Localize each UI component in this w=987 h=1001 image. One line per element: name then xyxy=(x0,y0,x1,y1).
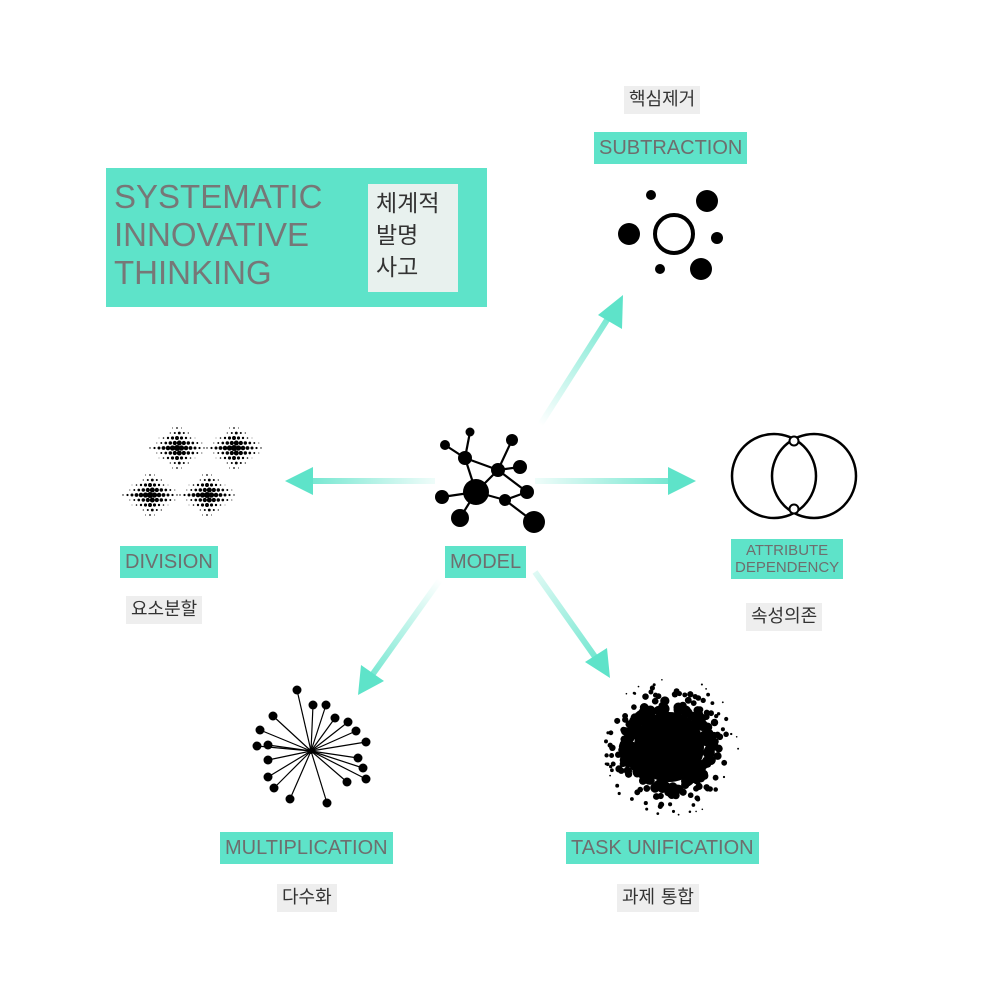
arrow-to-subtraction xyxy=(537,295,623,427)
division-label: DIVISION xyxy=(120,546,218,578)
arrow-to-task-unification xyxy=(532,570,610,678)
attribute-dependency-korean: 속성의존 xyxy=(746,603,823,631)
attribute-dependency-label-line1: ATTRIBUTE xyxy=(745,542,829,559)
model-label: MODEL xyxy=(445,546,527,578)
subtraction-label: SUBTRACTION xyxy=(594,132,748,164)
title-english: SYSTEMATIC INNOVATIVE THINKING xyxy=(114,178,323,291)
arrow-to-division xyxy=(285,467,435,495)
attribute-dependency-label-line2: DEPENDENCY xyxy=(735,559,840,576)
title-korean-box: 체계적 발명 사고 xyxy=(368,184,458,292)
task-unification-label: TASK UNIFICATION xyxy=(566,832,759,864)
division-korean: 요소분할 xyxy=(126,596,203,624)
title-korean: 체계적 발명 사고 xyxy=(376,191,440,281)
multiplication-korean: 다수화 xyxy=(277,884,337,912)
arrow-to-multiplication xyxy=(358,578,443,695)
title-box: SYSTEMATIC INNOVATIVE THINKING 체계적 발명 사고 xyxy=(106,168,487,307)
task-unification-korean: 과제 통합 xyxy=(617,884,699,912)
attribute-dependency-label: ATTRIBUTE DEPENDENCY xyxy=(731,539,844,579)
arrow-to-attribute-dependency xyxy=(535,467,696,495)
multiplication-label: MULTIPLICATION xyxy=(220,832,393,864)
subtraction-korean: 핵심제거 xyxy=(624,86,701,114)
